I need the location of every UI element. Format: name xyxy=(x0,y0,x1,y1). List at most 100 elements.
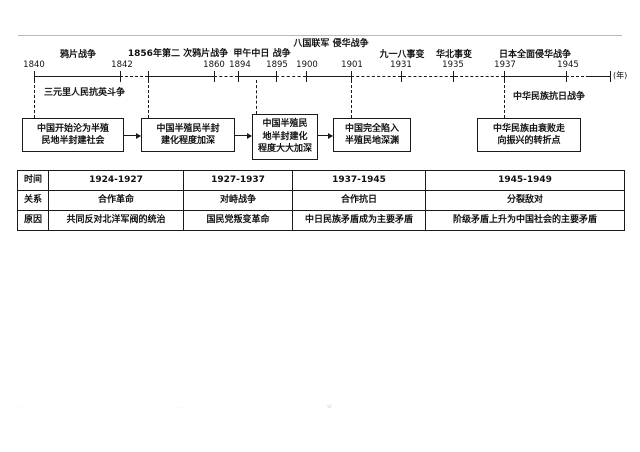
year-label-1935: 1935 xyxy=(442,60,464,70)
dropper-1901 xyxy=(351,80,352,118)
year-label-1901: 1901 xyxy=(341,60,363,70)
outcome-line: 建化程度加深 xyxy=(160,136,215,146)
outcome-line: 中国完全陷入 xyxy=(344,123,399,134)
cell-relation-3: 合作抗日 xyxy=(292,190,426,211)
cell-reason-1: 共同反对北洋军阀的统治 xyxy=(48,210,184,231)
event-line: 战争 xyxy=(272,49,291,59)
tick-1856 xyxy=(148,71,149,82)
cell-relation-4: 分裂敌对 xyxy=(425,190,625,211)
arrow-box3-to-box4 xyxy=(318,133,333,139)
outcome-box-deepened: 中国半殖民半封 建化程度加深 xyxy=(141,118,235,152)
tick-1935 xyxy=(453,71,454,82)
cell-time-4: 1945-1949 xyxy=(425,170,625,191)
outcome-line: 向振兴的转折点 xyxy=(497,136,561,146)
cell-reason-2: 国民党叛变革命 xyxy=(183,210,293,231)
year-label-1937: 1937 xyxy=(494,60,516,70)
outcome-line: 中华民族由衰败走 xyxy=(492,123,565,134)
history-timeline: 1840 1842 1860 1894 1895 1900 1901 1931 … xyxy=(0,0,640,170)
tick-1900 xyxy=(306,71,307,82)
axis-gap-1860-1894 xyxy=(214,76,238,77)
kmt-cpc-relations-table: 时间 1924-1927 1927-1937 1937-1945 1945-19… xyxy=(17,170,625,231)
cell-relation-1: 合作革命 xyxy=(48,190,184,211)
tick-1895 xyxy=(276,71,277,82)
year-label-1842: 1842 xyxy=(111,60,133,70)
event-line: 华北事变 xyxy=(435,50,473,60)
event-line: 九一八事变 xyxy=(379,50,425,60)
table-row-reason: 原因 共同反对北洋军阀的统治 国民党叛变革命 中日民族矛盾成为主要矛盾 阶级矛盾… xyxy=(17,210,625,231)
tick-1894 xyxy=(238,71,239,82)
tick-1901 xyxy=(351,71,352,82)
year-label-1931: 1931 xyxy=(390,60,412,70)
under-axis-note-resistance-war: 中华民族抗日战争 xyxy=(513,92,586,102)
outcome-box-greatly-deepened: 中国半殖民 地半封建化 程度大大加深 xyxy=(252,114,318,160)
event-line: 侵华战争 xyxy=(332,39,369,49)
dropper-1937 xyxy=(504,80,505,118)
tick-1945 xyxy=(566,71,567,82)
axis-segment-1840-1842 xyxy=(34,76,120,77)
year-label-1894: 1894 xyxy=(229,60,251,70)
axis-gap-1901-1931 xyxy=(351,76,401,77)
outcome-line: 地半封建化 xyxy=(262,131,308,142)
outcome-box-complete-abyss: 中国完全陷入 半殖民地深渊 xyxy=(333,118,411,152)
row-header-reason: 原因 xyxy=(17,210,49,231)
row-header-relation: 关系 xyxy=(17,190,49,211)
arrow-box1-to-box2 xyxy=(124,133,141,139)
event-line: 甲午中日 xyxy=(233,49,270,59)
cell-reason-4: 阶级矛盾上升为中国社会的主要矛盾 xyxy=(425,210,625,231)
axis-segment-1856-1860 xyxy=(148,76,214,77)
scan-artifact-mid: · · xyxy=(178,405,184,412)
event-line: 日本全面侵华战争 xyxy=(498,50,572,60)
outcome-line: 中国半殖民半封 xyxy=(156,123,220,134)
row-header-time: 时间 xyxy=(17,170,49,191)
axis-segment-1900-1901 xyxy=(306,76,351,77)
axis-segment-end xyxy=(586,76,610,77)
outcome-box-turning-point: 中华民族由衰败走 向振兴的转折点 xyxy=(477,118,581,152)
axis-gap-tail xyxy=(566,76,604,77)
table-row-time: 时间 1924-1927 1927-1937 1937-1945 1945-19… xyxy=(17,170,625,191)
outcome-line: 半殖民地深渊 xyxy=(344,136,399,146)
dropper-1856 xyxy=(148,80,149,118)
under-axis-note-sanyuanli: 三元里人民抗英斗争 xyxy=(44,88,126,98)
axis-end-cap xyxy=(610,71,611,82)
event-label-north-china-incident: 华北事变 xyxy=(436,50,472,61)
table-row-relation: 关系 合作革命 对峙战争 合作抗日 分裂敌对 xyxy=(17,190,625,211)
outcome-line: 中国半殖民 xyxy=(262,119,308,130)
event-line: 1856年第二 xyxy=(127,49,180,59)
axis-gap-1895-1900 xyxy=(276,76,306,77)
tick-1840 xyxy=(34,71,35,82)
year-label-1840: 1840 xyxy=(23,60,45,70)
axis-gap-1935-1937 xyxy=(455,76,504,77)
cell-time-2: 1927-1937 xyxy=(183,170,293,191)
event-line: 鸦片战争 xyxy=(59,50,97,60)
dropper-1895 xyxy=(256,80,257,114)
outcome-line: 程度大大加深 xyxy=(257,144,312,155)
cell-relation-2: 对峙战争 xyxy=(183,190,293,211)
event-line: 八国联军 xyxy=(293,39,330,49)
dropper-1840 xyxy=(34,80,35,118)
event-label-opium-war: 鸦片战争 xyxy=(60,50,96,61)
outcome-line: 民地半封建社会 xyxy=(41,136,105,146)
year-label-1945: 1945 xyxy=(557,60,579,70)
axis-segment-1931 xyxy=(401,76,403,77)
tick-1937 xyxy=(504,71,505,82)
cell-time-3: 1937-1945 xyxy=(292,170,426,191)
axis-gap-1931-1935 xyxy=(403,76,453,77)
event-label-sino-japanese-war: 甲午中日 战争 xyxy=(233,49,290,60)
axis-unit-label: (年) xyxy=(613,71,628,80)
page-top-rule xyxy=(18,35,622,36)
scan-artifact-left: · xyxy=(20,405,22,412)
scan-artifact-right: w xyxy=(327,403,332,410)
cell-time-1: 1924-1927 xyxy=(48,170,184,191)
year-label-1895: 1895 xyxy=(266,60,288,70)
event-label-eight-nation-alliance: 八国联军 侵华战争 xyxy=(293,39,368,50)
axis-gap-1842-1856 xyxy=(120,76,148,77)
arrow-box2-to-box3 xyxy=(235,133,252,139)
outcome-box-semi-colonial-start: 中国开始沦为半殖 民地半封建社会 xyxy=(22,118,124,152)
outcome-line: 中国开始沦为半殖 xyxy=(36,123,109,134)
event-label-full-scale-invasion: 日本全面侵华战争 xyxy=(499,50,571,61)
axis-segment-1894-1895 xyxy=(238,76,276,77)
cell-reason-3: 中日民族矛盾成为主要矛盾 xyxy=(292,210,426,231)
tick-1842 xyxy=(120,71,121,82)
axis-segment-1937-1945 xyxy=(504,76,566,77)
event-line: 次鸦片战争 xyxy=(183,49,229,59)
